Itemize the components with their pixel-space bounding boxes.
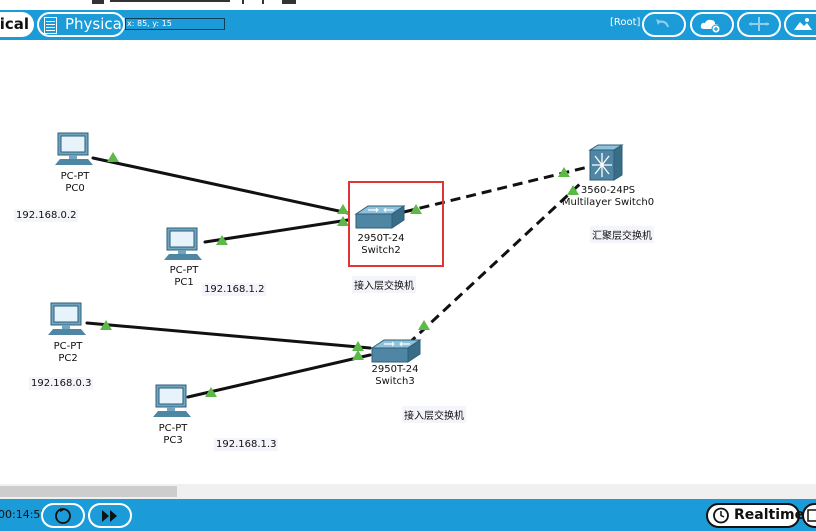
cloud-icon — [700, 19, 721, 34]
pc1-ip-note: 192.168.1.2 — [202, 283, 267, 296]
mls0-name: Multilayer Switch0 — [561, 197, 655, 208]
fast-forward-icon — [102, 510, 117, 522]
logical-tab[interactable]: gical — [0, 12, 34, 37]
pc1-device-icon[interactable] — [163, 227, 203, 261]
cursor-coordinates: x: 85, y: 15 — [125, 18, 225, 30]
power-cycle-button[interactable] — [41, 503, 85, 528]
realtime-mode-button[interactable]: Realtime — [706, 503, 804, 528]
simulation-mode-button[interactable] — [802, 503, 816, 528]
physical-tab-label: Physical — [65, 15, 127, 33]
mls0-model: 3560-24PS — [580, 185, 636, 196]
horizontal-scrollbar[interactable] — [0, 484, 816, 499]
switch2-model: 2950T-24 — [357, 233, 405, 244]
switch3-name: Switch3 — [375, 376, 415, 387]
pc3-ip-note: 192.168.1.3 — [214, 438, 279, 451]
switch2-name: Switch2 — [361, 245, 401, 256]
simulation-bar: 00:14:52 Realtime — [0, 499, 816, 531]
switch2-note: 接入层交换机 — [352, 276, 416, 293]
selection-highlight-box — [348, 181, 444, 267]
switch3-model: 2950T-24 — [371, 364, 419, 375]
pc0-device-icon[interactable] — [54, 132, 94, 166]
back-button[interactable] — [642, 12, 686, 37]
physical-workspace-icon — [44, 17, 57, 34]
mountain-image-icon — [794, 18, 812, 30]
scrollbar-thumb[interactable] — [0, 486, 177, 497]
pc2-device-icon[interactable] — [47, 302, 87, 336]
clock-icon — [713, 507, 729, 524]
logical-tab-label: gical — [0, 15, 29, 33]
pc0-ip-note: 192.168.0.2 — [14, 209, 79, 222]
root-breadcrumb[interactable]: [Root] — [610, 17, 641, 28]
simulation-icon — [807, 509, 816, 522]
pc0-name: PC0 — [65, 183, 85, 194]
pc3-type: PC-PT — [158, 423, 188, 434]
fast-forward-button[interactable] — [88, 503, 132, 528]
pc3-name: PC3 — [163, 435, 183, 446]
multilayer-switch0-note: 汇聚层交换机 — [590, 226, 654, 243]
pc2-ip-note: 192.168.0.3 — [29, 377, 94, 390]
cluster-button[interactable] — [690, 12, 734, 37]
pc2-type: PC-PT — [53, 341, 83, 352]
pc2-name: PC2 — [58, 353, 78, 364]
top-menu-strip — [0, 0, 816, 10]
pc1-name: PC1 — [174, 277, 194, 288]
move-object-button[interactable] — [737, 12, 781, 37]
background-image-button[interactable] — [784, 12, 816, 37]
simulation-time: 00:14:52 — [0, 508, 48, 521]
switch2-device-icon[interactable] — [354, 204, 406, 230]
pc1-type: PC-PT — [169, 265, 199, 276]
switch3-device-icon[interactable] — [370, 338, 422, 364]
realtime-label: Realtime — [734, 507, 805, 523]
move-arrows-icon — [749, 17, 769, 31]
pc3-device-icon[interactable] — [152, 384, 192, 418]
pc0-type: PC-PT — [60, 171, 90, 182]
workspace-toolbar: gical Physical x: 85, y: 15 [Root] — [0, 10, 816, 40]
physical-tab[interactable]: Physical — [37, 12, 127, 37]
back-arrow-icon — [656, 19, 669, 28]
refresh-cycle-icon — [55, 508, 71, 524]
switch3-note: 接入层交换机 — [402, 406, 466, 423]
multilayer-switch0-device-icon[interactable] — [588, 144, 624, 182]
